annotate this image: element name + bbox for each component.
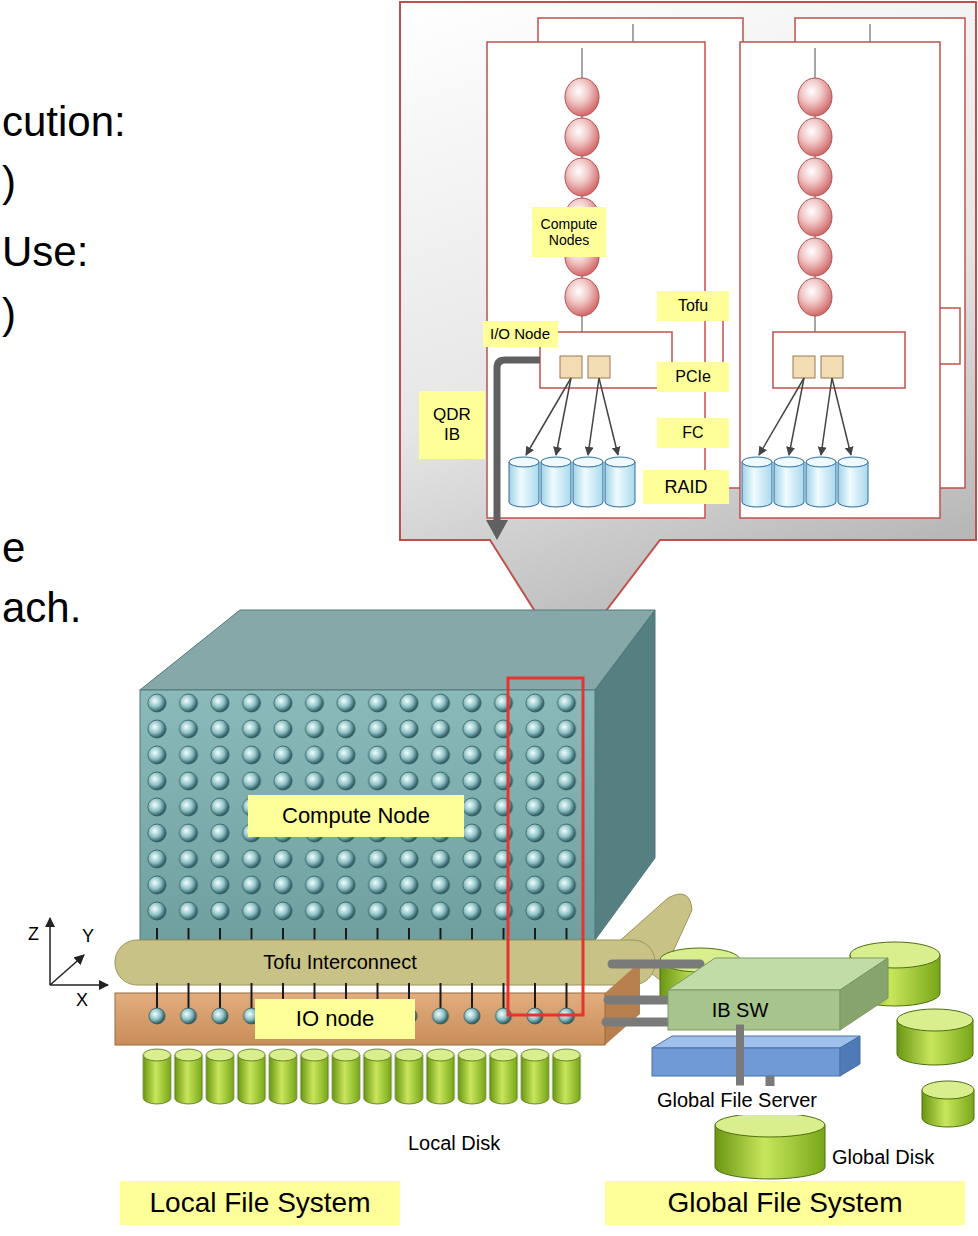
node-text: Global File System [668,1187,903,1219]
switch-front [668,990,840,1030]
switch-box: IB SW [705,996,776,1025]
rack-panel [740,42,940,518]
slide-text: e [2,524,25,572]
ib-arrow [497,360,540,522]
server-front [652,1048,840,1076]
cube-front [140,690,595,940]
slide-text: ) [2,290,16,338]
server-side [840,1036,860,1076]
axis-x [50,984,108,986]
label-box: QDR IB [419,391,485,459]
slide-text: Use: [2,228,88,276]
slide-text: cution: [2,98,126,146]
node-text: IO node [296,1006,374,1031]
slide-text: ) [2,158,16,206]
node-text: RAID [664,477,707,498]
node-text: I/O Node [490,325,550,342]
node-chain [742,48,905,507]
node-text: Local File System [150,1187,371,1219]
disk-top [897,1009,973,1031]
axis-label: Z [28,924,39,945]
node-text: PCIe [675,368,711,386]
highlight-column [508,678,583,1015]
node-text: Compute Node [282,803,430,828]
axis-y [50,955,84,985]
node-text: FC [682,424,703,442]
label-box: Compute Node [248,795,464,837]
axis-z [49,918,51,985]
label-box: Local File System [120,1181,400,1225]
server-box: Global File Server [650,1086,825,1115]
node-text: Compute Nodes [541,216,598,248]
label-box: RAID [643,470,729,504]
node-chain [509,48,672,507]
switch-side [840,958,888,1030]
compute-node-grid [141,690,582,924]
label-box: I/O Node [483,321,558,347]
node-text: Global File Server [657,1089,817,1112]
interconnect-band: Tofu Interconnect [256,948,424,977]
ib-cable [612,960,700,969]
local-disk-row [141,1046,582,1110]
node-text: Tofu Interconnect [263,951,416,974]
node-text: Tofu [678,297,708,315]
node-text: IB SW [712,999,769,1022]
disk-label: Local Disk [408,1132,500,1155]
label-box: Global File System [605,1181,965,1225]
server-top [652,1036,860,1048]
global-disk-top [715,1113,825,1137]
axes [50,918,108,985]
callout [400,2,976,662]
compute-cube [115,610,692,1110]
global-storage [606,942,974,1179]
disk-top [922,1081,974,1099]
label-box: Compute Nodes [532,207,606,257]
callout-frame [400,2,976,662]
label-box: FC [657,418,729,448]
ib-arrowhead [486,520,508,540]
disk-label: Global Disk [832,1146,934,1169]
slide-text: ach. [2,584,81,632]
cube-side [595,610,655,940]
axis-label: Y [82,926,94,947]
axis-label: X [76,990,88,1011]
cable-connector [736,1025,744,1086]
node-text: QDR IB [433,405,471,444]
label-box: PCIe [657,362,729,392]
tofu-band [115,940,655,985]
label-box: Tofu [657,291,729,321]
label-box: IO node [255,999,415,1039]
